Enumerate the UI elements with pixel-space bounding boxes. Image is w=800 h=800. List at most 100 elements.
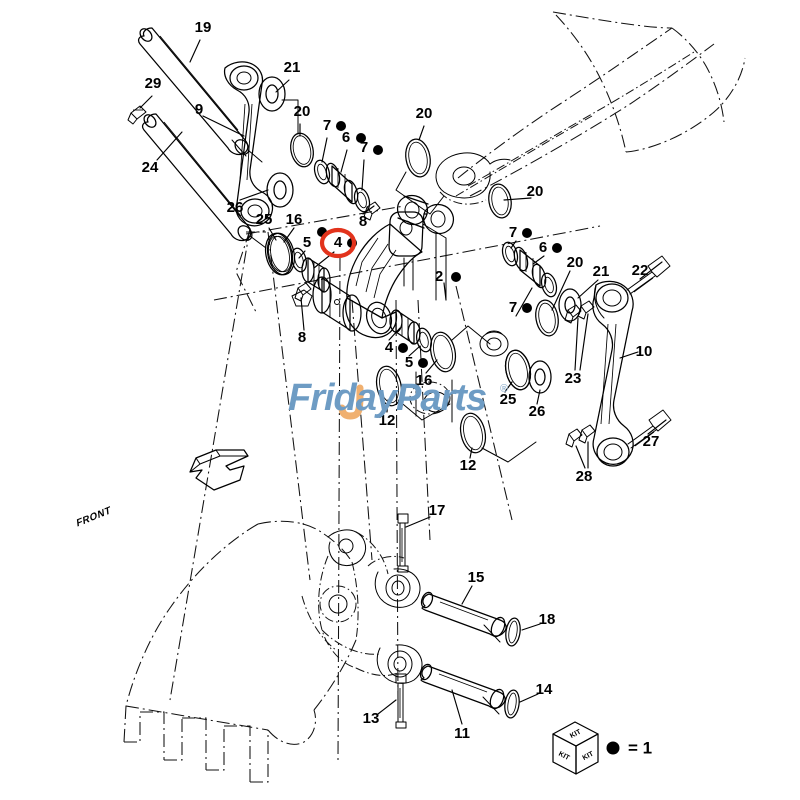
- grease-fitting-8-lower: [294, 282, 312, 302]
- callout-number-20: 20: [416, 105, 433, 122]
- bolt-13: [395, 673, 407, 729]
- bracket-21-20: [281, 99, 299, 135]
- main-bracket-2: [312, 194, 455, 339]
- oring-12-left: [375, 365, 403, 407]
- callout-number-12: 12: [379, 412, 396, 429]
- callout-number-25: 25: [256, 211, 273, 228]
- callout-number-7: 7: [509, 224, 517, 241]
- callout-number-26: 26: [529, 403, 546, 420]
- grease-fitting-28b: [578, 424, 596, 444]
- callout-number-23: 23: [565, 370, 582, 387]
- construction-lines: [169, 205, 601, 761]
- callout-number-29: 29: [145, 75, 162, 92]
- front-arrow-label: FRONT: [76, 505, 112, 530]
- callout-number-16: 16: [286, 211, 303, 228]
- retainer-18: [505, 617, 521, 647]
- pin-15: [420, 591, 507, 643]
- oring-25-right: [504, 349, 532, 391]
- callout-number-18: 18: [539, 611, 556, 628]
- oring-20-arm-upper: [405, 138, 431, 178]
- callout-number-14: 14: [536, 681, 553, 698]
- callout-number-10: 10: [636, 343, 653, 360]
- callout-number-8: 8: [298, 329, 306, 346]
- callout-number-24: 24: [142, 159, 159, 176]
- oring-16-left: [266, 232, 296, 276]
- oring-20-arm-lower: [488, 183, 512, 219]
- kit-cube-label-top: KIT: [569, 728, 583, 740]
- bushing-group-right: [501, 241, 558, 298]
- grease-fitting-23b: [577, 300, 595, 320]
- callout-number-7: 7: [509, 299, 517, 316]
- callout-number-4: 4: [334, 234, 343, 251]
- link-9: [223, 61, 274, 227]
- bushing-group-top: [313, 159, 371, 213]
- bracket-20-arm: [395, 171, 445, 215]
- callout-number-2: 2: [435, 268, 443, 285]
- callout-number-16: 16: [416, 372, 433, 389]
- callout-number-12: 12: [460, 457, 477, 474]
- bolt-17: [397, 513, 409, 573]
- bushing-5-left: [290, 247, 308, 273]
- callout-number-5: 5: [303, 234, 311, 251]
- kit-cube: KIT KIT KIT: [552, 721, 599, 775]
- grease-fitting-28a: [565, 428, 583, 448]
- callout-number-20: 20: [294, 103, 311, 120]
- callout-number-5: 5: [405, 354, 413, 371]
- bucket-phantom: [123, 520, 401, 783]
- callout-number-21: 21: [284, 59, 301, 76]
- callout-number-9: 9: [195, 101, 203, 118]
- bucket-pivot-bosses: [367, 555, 423, 684]
- callout-number-7: 7: [323, 117, 331, 134]
- bracket-12-left: [397, 399, 451, 421]
- callout-number-8: 8: [359, 213, 367, 230]
- kit-cube-label-left: KIT: [557, 751, 571, 763]
- pin-24: [142, 113, 267, 249]
- callout-number-17: 17: [429, 502, 446, 519]
- callout-number-6: 6: [342, 129, 350, 146]
- grease-fitting-23a: [564, 304, 582, 324]
- callout-leaders: [139, 39, 667, 725]
- callout-number-13: 13: [363, 710, 380, 727]
- pin-11: [419, 663, 506, 715]
- link-10: [592, 280, 634, 467]
- callout-number-11: 11: [454, 725, 470, 742]
- callout-number-21: 21: [593, 263, 610, 280]
- oring-20-right: [535, 299, 559, 337]
- callout-number-20: 20: [567, 254, 584, 271]
- bracket-12-right: [481, 441, 537, 463]
- bolt-22: [626, 255, 671, 295]
- callout-number-25: 25: [500, 391, 517, 408]
- legend-dot-icon: [606, 741, 620, 755]
- callout-number-22: 22: [632, 262, 649, 279]
- callout-number-26: 26: [227, 199, 244, 216]
- bushing-5-lower: [415, 327, 433, 353]
- retainer-14: [504, 689, 520, 719]
- kit-cube-label-right: KIT: [582, 750, 596, 762]
- callout-number-15: 15: [468, 569, 485, 586]
- washer-21-left: [258, 76, 286, 112]
- callout-number-7: 7: [360, 139, 368, 156]
- oring-16-lower: [429, 331, 457, 373]
- grease-fitting-29: [127, 105, 147, 125]
- callout-number-27: 27: [643, 433, 660, 450]
- washer-26-center: [528, 360, 552, 394]
- front-arrow: FRONT: [76, 449, 249, 530]
- center-hub-cluster: [409, 330, 509, 423]
- dipper-arm-phantom: [435, 11, 746, 205]
- kit-legend: = 1: [606, 738, 652, 757]
- oring-20-left: [290, 132, 314, 168]
- oring-12-right: [459, 412, 487, 454]
- legend-equals-label: = 1: [628, 738, 652, 757]
- flow-arrow-marker: [291, 289, 313, 307]
- bracket-16-lower: [451, 325, 491, 345]
- oring-25-center: [504, 349, 532, 391]
- callout-number-19: 19: [195, 19, 212, 36]
- callout-number-6: 6: [539, 239, 547, 256]
- highlight-ellipse-item-4: [319, 227, 357, 259]
- callout-number-28: 28: [576, 468, 593, 485]
- bushing-4-lower: [389, 309, 421, 345]
- washer-26-left: [266, 172, 294, 208]
